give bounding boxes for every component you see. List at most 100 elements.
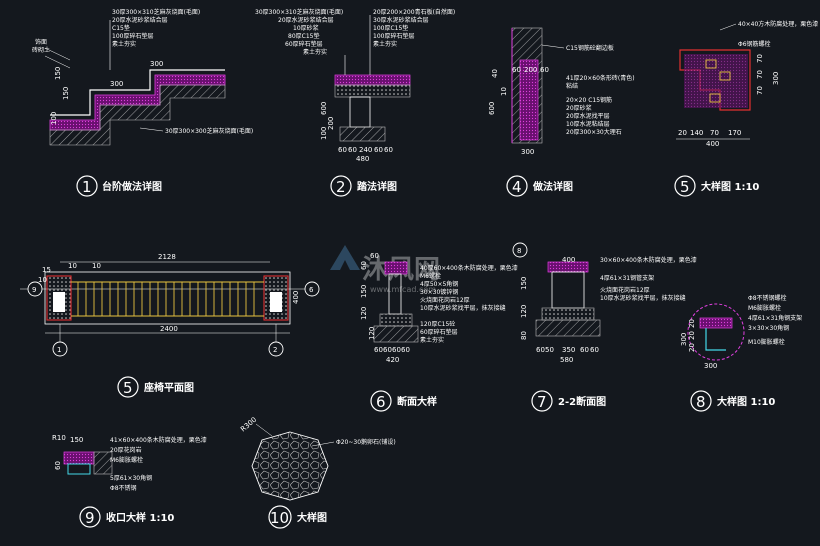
d6-note-6: 120厚C15砼 [420,320,455,328]
d7-dim-bottom-1: 50 [545,346,554,354]
bench-total-top: 2128 [158,253,176,261]
d4-note-3: 20厚砂浆 [566,104,592,112]
d6-dim-6: 60 [383,346,392,354]
caption-4: 4 做法详图 [506,175,573,197]
d9-dim-2: 60 [54,461,62,470]
d6-dim-1: 60 [360,261,368,270]
d1-dim-2: 300 [110,80,123,88]
d1-dim-0: 150 [54,67,62,80]
caption-8-number: 8 [696,393,706,411]
caption-9-title: 收口大样 1:10 [106,511,174,524]
bench-dim-top-2: 10 [92,262,101,270]
d5-dim-right-0: 70 [756,54,764,63]
d6-note-4: 火烧面花岗岩12厚 [420,296,470,304]
d4-bottom-dim: 300 [521,148,534,156]
d6-dim-0: 60 [370,252,379,260]
d6-dim-5: 60 [374,346,383,354]
d8-dim-1: 20 [688,319,696,328]
detail-5-enlarged: 40×40方木防腐处理，栗色漆 Φ6钢筋螺栓 70 70 70 300 20 1… [676,20,818,148]
d5-dim-right-2: 70 [756,86,764,95]
caption-4-title: 做法详图 [532,180,573,193]
d6-note-8: 素土夯实 [420,336,444,344]
d4-top-note: C15钢筋砼翻边板 [566,44,614,52]
d8-note-0: Φ8不锈钢螺栓 [748,294,787,302]
d7-dim-2: 120 [520,305,528,318]
d2-note-2: 10厚砂浆 [293,24,319,32]
bench-axis-right: 2 [273,346,277,354]
d9-dim-1: 150 [70,436,83,444]
caption-5-top-number: 5 [680,178,690,196]
d9-note-2: M6膨胀螺栓 [110,456,143,464]
d2-dim-v-1: 200 [327,117,335,130]
d6-note-0: 40厚60×400条木防腐处理，栗色漆 [420,264,518,272]
d9-dim-0: R10 [52,434,66,442]
d1-note-0: 30厚300×310芝麻灰烧面(毛面) [112,8,200,16]
d4-note-6: 20厚300×30大理石 [566,128,622,136]
d7-note-1: 4厚61×31钢管支架 [600,274,654,282]
d4-dim-top-1: 200 [524,66,537,74]
d10-note: Φ20~30鹅卵石(铺设) [336,438,396,446]
caption-bench-title: 座椅平面图 [143,381,194,394]
caption-10-title: 大样图 [297,511,327,524]
d2-right-note-3: 100厚碎石垫层 [373,32,414,40]
d2-right-note-0: 20厚200×200青石板(自然面) [373,8,455,16]
caption-10: 10 大样图 [268,505,327,529]
d5-sub-note: Φ6钢筋螺栓 [738,40,771,48]
d1-dim-3: 300 [150,60,163,68]
detail-7-section: 8 30×60×400条木防腐处理，栗色漆 4厚61×31钢管支架 火烧面花岗岩… [512,242,697,364]
bench-slats [71,281,264,317]
d1-note-3: 100厚碎石垫层 [112,32,153,40]
d5-dim-bottom-3: 170 [728,129,741,137]
caption-9: 9 收口大样 1:10 [79,506,174,528]
bench-dim-top-0: 15 [42,266,51,274]
d7-dim-bottom-4: 60 [590,346,599,354]
detail-4-section: C15钢筋砼翻边板 41厚20×60条形砖(青色) 粘结 20×20 C15钢筋… [488,27,635,156]
d4-dim-left-0: 40 [491,69,499,78]
d2-note-5: 素土夯实 [303,48,327,56]
d7-dim-0: 400 [562,256,575,264]
d6-total: 420 [386,356,399,364]
d8-dim-0: 300 [680,333,688,346]
d2-right-note-1: 30厚水泥砂浆结合层 [373,16,429,24]
detail-1-step-section: 30厚300×310芝麻灰烧面(毛面) 20厚水泥砂浆结合层 C15垫 100厚… [32,8,253,146]
caption-5-top-title: 大样图 1:10 [701,180,759,193]
d1-left-note-0: 饰面 [35,38,47,46]
d5-dim-bottom-0: 20 [678,129,687,137]
d6-note-2: 4厚50×5角钢 [420,280,458,288]
detail-6-section: 40厚60×400条木防腐处理，栗色漆 M6螺栓 4厚50×5角钢 30×30镀… [360,252,518,364]
d8-note-4: M10膨胀螺栓 [748,338,785,346]
d6-note-1: M6螺栓 [420,272,441,280]
caption-6-number: 6 [376,393,386,411]
caption-7-title: 2-2断面图 [558,395,606,408]
caption-7: 7 2-2断面图 [531,390,606,412]
d2-note-3: 80厚C15垫 [288,32,319,40]
d6-dim-4: 120 [368,327,376,340]
d4-dim-left-1: 10 [500,87,508,96]
d2-note-1: 20厚水泥砂浆结合层 [278,16,334,24]
watermark-logo-icon [330,245,360,270]
d5-total: 400 [706,140,719,148]
watermark-url: www.mfcad.com [370,285,436,294]
d2-note-4: 60厚碎石垫层 [285,40,323,48]
d4-note-2: 20×20 C15钢筋 [566,96,612,104]
d1-bottom-note: 30厚300×300芝麻灰烧面(毛面) [165,127,253,135]
d6-note-3: 30×30镀锌钢 [420,288,458,296]
bench-total-bottom: 2400 [160,325,178,333]
caption-10-number: 10 [270,509,289,527]
d7-dim-bottom-2: 350 [562,346,575,354]
d1-dim-1: 150 [62,87,70,100]
d8-dim-3: 20 [688,343,696,352]
detail-8-enlarged: Φ8不锈钢螺栓 M6膨胀螺栓 4厚61×31角钢支架 3×30×30角钢 M10… [680,294,802,370]
d4-note-0: 41厚20×60条形砖(青色) [566,74,635,82]
d1-dim-4: 100 [50,112,58,125]
detail-2-section: 30厚300×310芝麻灰烧面(毛面) 20厚水泥砂浆结合层 10厚砂浆 80厚… [255,8,455,163]
d7-dim-1: 150 [520,277,528,290]
d9-note-3: 5厚61×30角钢 [110,474,152,482]
d10-radius: R300 [239,416,258,434]
d2-dim-v-0: 600 [320,102,328,115]
d7-dim-bottom-3: 60 [580,346,589,354]
caption-bench-number: 5 [123,379,133,397]
caption-1-title: 台阶做法详图 [102,180,162,193]
d2-dim-h-2: 240 [359,146,372,154]
